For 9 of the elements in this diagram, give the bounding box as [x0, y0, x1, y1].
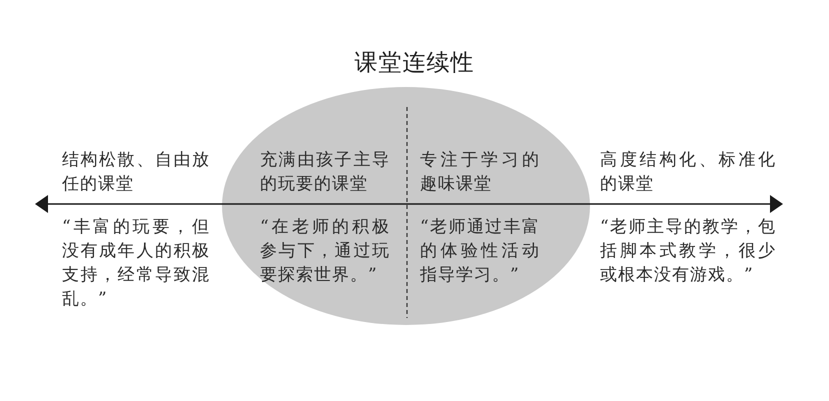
quote-text: “老师通过丰富的体验性活动指导学习。”: [420, 216, 540, 287]
column-heading: 充满由孩子主导的玩要的课堂: [260, 149, 390, 196]
column-heading: 结构松散、自由放任的课堂: [62, 149, 210, 196]
column-heading: 专注于学习的趣味课堂: [420, 149, 540, 196]
column-heading: 高度结构化、标准化的课堂: [600, 149, 776, 196]
quote-text: “在老师的积极参与下，通过玩要探索世界。”: [260, 216, 390, 287]
quote-text: “老师主导的教学，包括脚本式教学，很少或根本没有游戏。”: [600, 216, 776, 287]
diagram-title: 课堂连续性: [354, 49, 474, 78]
quote-text: “丰富的玩要，但没有成年人的积极支持，经常导致混乱。”: [62, 216, 210, 311]
